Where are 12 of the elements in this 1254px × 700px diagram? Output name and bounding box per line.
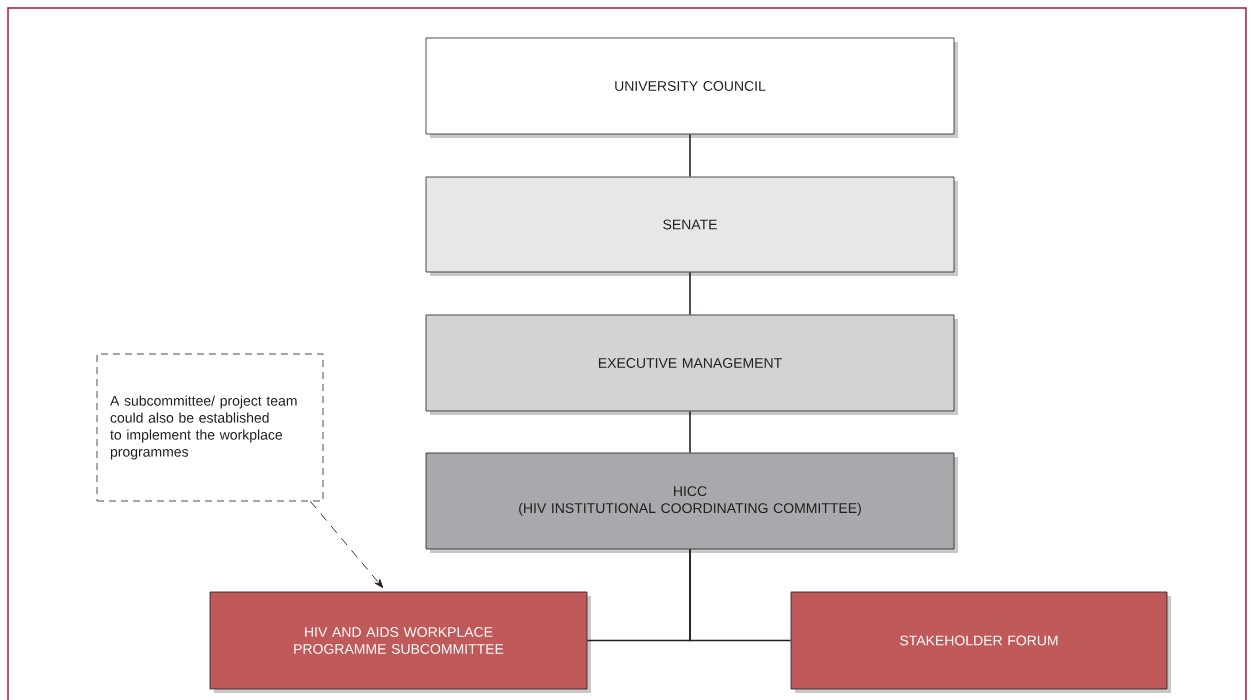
council-box: UNIVERSITY COUNCIL bbox=[425, 37, 955, 135]
note-box: A subcommittee/ project team could also be established to implement the workplace programmes bbox=[96, 353, 324, 502]
connector-line bbox=[689, 271, 691, 316]
senate-box: SENATE bbox=[425, 176, 955, 273]
management-box: EXECUTIVE MANAGEMENT bbox=[425, 314, 955, 412]
connector-line bbox=[689, 548, 792, 642]
committee-box: HICC (HIV INSTITUTIONAL COORDINATING COMMITTEE) bbox=[425, 452, 955, 550]
forum-box: STAKEHOLDER FORUM bbox=[790, 591, 1168, 690]
connector-line bbox=[689, 133, 691, 178]
arrow bbox=[309, 500, 384, 589]
connector-line bbox=[689, 410, 691, 454]
subcommittee-box: HIV AND AIDS WORKPLACE PROGRAMME SUBCOMMITTEE bbox=[209, 591, 588, 690]
